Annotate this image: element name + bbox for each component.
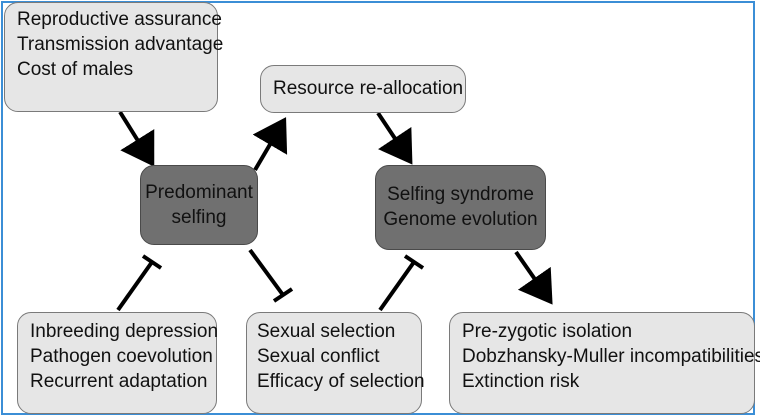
outcomes-line-1: Pre-zygotic isolation: [462, 321, 633, 342]
outcomes-line-3: Extinction risk: [462, 371, 580, 392]
resource-box: Resource re-allocation: [260, 65, 466, 113]
sexual-line-3: Efficacy of selection: [257, 371, 425, 392]
selfing-line-2: selfing: [171, 207, 227, 228]
inhibit-sexual-to-syndrome: [378, 260, 416, 312]
inhibit-sexual-bar: [403, 254, 425, 270]
inhibit-selfing-to-sexual: [248, 248, 285, 297]
syndrome-line-1: Selfing syndrome: [387, 184, 534, 205]
sexual-line-2: Sexual conflict: [257, 346, 380, 367]
arrow-selfing-to-resource: [252, 117, 288, 172]
drivers-line-1: Reproductive assurance: [17, 9, 222, 30]
inbreeding-line-3: Recurrent adaptation: [30, 371, 208, 392]
arrow-syndrome-to-outcomes: [514, 250, 553, 305]
arrow-resource-to-syndrome: [376, 111, 413, 165]
syndrome-line-2: Genome evolution: [383, 209, 538, 230]
selfing-syndrome-box: Selfing syndrome Genome evolution: [375, 165, 546, 250]
drivers-line-2: Transmission advantage: [17, 34, 224, 55]
outcomes-line-2: Dobzhansky-Muller incompatibilities: [462, 346, 760, 367]
sexual-line-1: Sexual selection: [257, 321, 396, 342]
sexual-selection-box: Sexual selection Sexual conflict Efficac…: [246, 312, 425, 414]
inhibit-inbreeding-to-selfing: [116, 260, 154, 312]
arrow-drivers-to-selfing: [118, 110, 155, 167]
inbreeding-line-2: Pathogen coevolution: [30, 346, 213, 367]
inbreeding-box: Inbreeding depression Pathogen coevoluti…: [17, 312, 219, 414]
predominant-selfing-box: Predominant selfing: [140, 165, 258, 245]
selfing-line-1: Predominant: [145, 182, 253, 203]
drivers-line-3: Cost of males: [17, 59, 134, 80]
inhibit-inbreeding-bar: [141, 254, 163, 270]
drivers-box: Reproductive assurance Transmission adva…: [4, 2, 224, 112]
resource-line-1: Resource re-allocation: [273, 78, 464, 99]
outcomes-box: Pre-zygotic isolation Dobzhansky-Muller …: [449, 312, 760, 414]
inbreeding-line-1: Inbreeding depression: [30, 321, 219, 342]
inhibit-selfing-bar: [272, 287, 294, 303]
